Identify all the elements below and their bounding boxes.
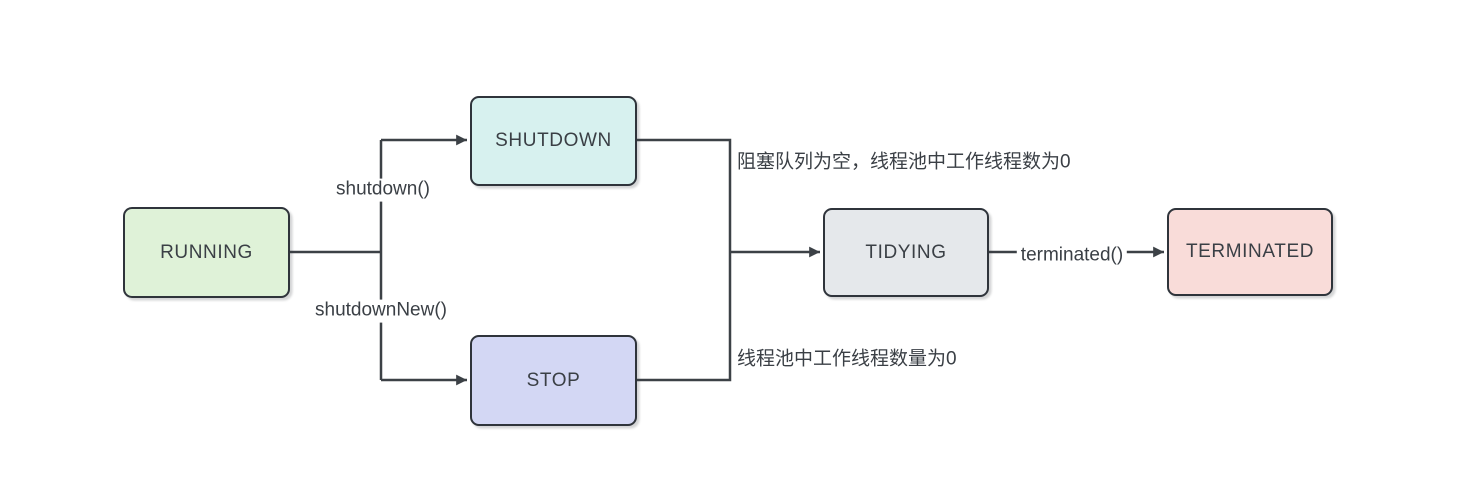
edge-label-shutdown-new-call: shutdownNew() [311,299,451,323]
node-running: RUNNING [123,207,290,298]
node-stop-label: STOP [526,369,581,391]
edge-merge-vertical [637,138,732,382]
node-shutdown: SHUTDOWN [470,96,637,186]
node-tidying-label: TIDYING [865,241,947,263]
edge-label-queue-empty-condition: 阻塞队列为空，线程池中工作线程数为0 [737,151,1071,175]
node-terminated: TERMINATED [1167,208,1333,296]
edge-label-worker-count-zero-condition: 线程池中工作线程数量为0 [737,348,957,372]
node-shutdown-label: SHUTDOWN [495,130,612,151]
node-running-label: RUNNING [160,241,253,263]
node-terminated-label: TERMINATED [1185,241,1315,262]
node-stop: STOP [470,335,637,426]
edge-label-shutdown-call: shutdown() [332,178,434,202]
node-tidying: TIDYING [823,208,989,297]
edge-label-terminated-call: terminated() [1016,244,1128,268]
